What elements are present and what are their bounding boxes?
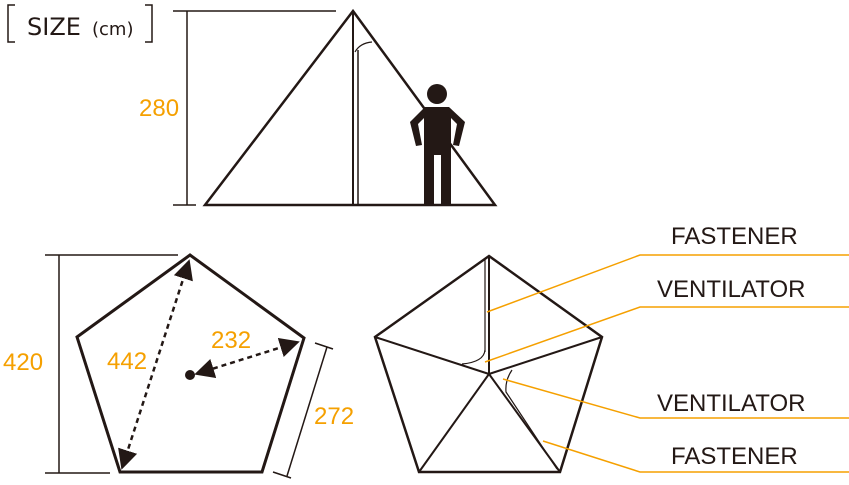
person-silhouette-icon <box>410 84 465 205</box>
title-unit: (cm) <box>92 19 133 40</box>
radius-label: 232 <box>211 327 251 354</box>
callout-leaders <box>484 254 849 473</box>
side-label: 272 <box>314 403 354 430</box>
floor-pentagon <box>75 253 306 474</box>
size-title: SIZE (cm) <box>7 4 153 43</box>
bracket-right <box>145 4 153 43</box>
bracket-left <box>7 4 15 43</box>
diagonal-label: 442 <box>107 348 147 375</box>
callout-ventilator-bottom: VENTILATOR <box>657 390 805 417</box>
callout-ventilator-top: VENTILATOR <box>657 276 805 303</box>
radius-arrow <box>194 337 300 379</box>
tent-side-outline <box>202 8 498 207</box>
side-dimension-line <box>286 346 328 477</box>
depth-label: 420 <box>3 349 43 376</box>
height-label: 280 <box>139 95 179 122</box>
callout-fastener-bottom: FASTENER <box>671 443 798 470</box>
title-text: SIZE <box>27 13 81 41</box>
center-point <box>185 370 195 380</box>
callout-fastener-top: FASTENER <box>671 223 798 250</box>
top-view <box>373 254 604 474</box>
floor-plan <box>45 253 334 479</box>
tent-top-outline <box>373 254 604 474</box>
